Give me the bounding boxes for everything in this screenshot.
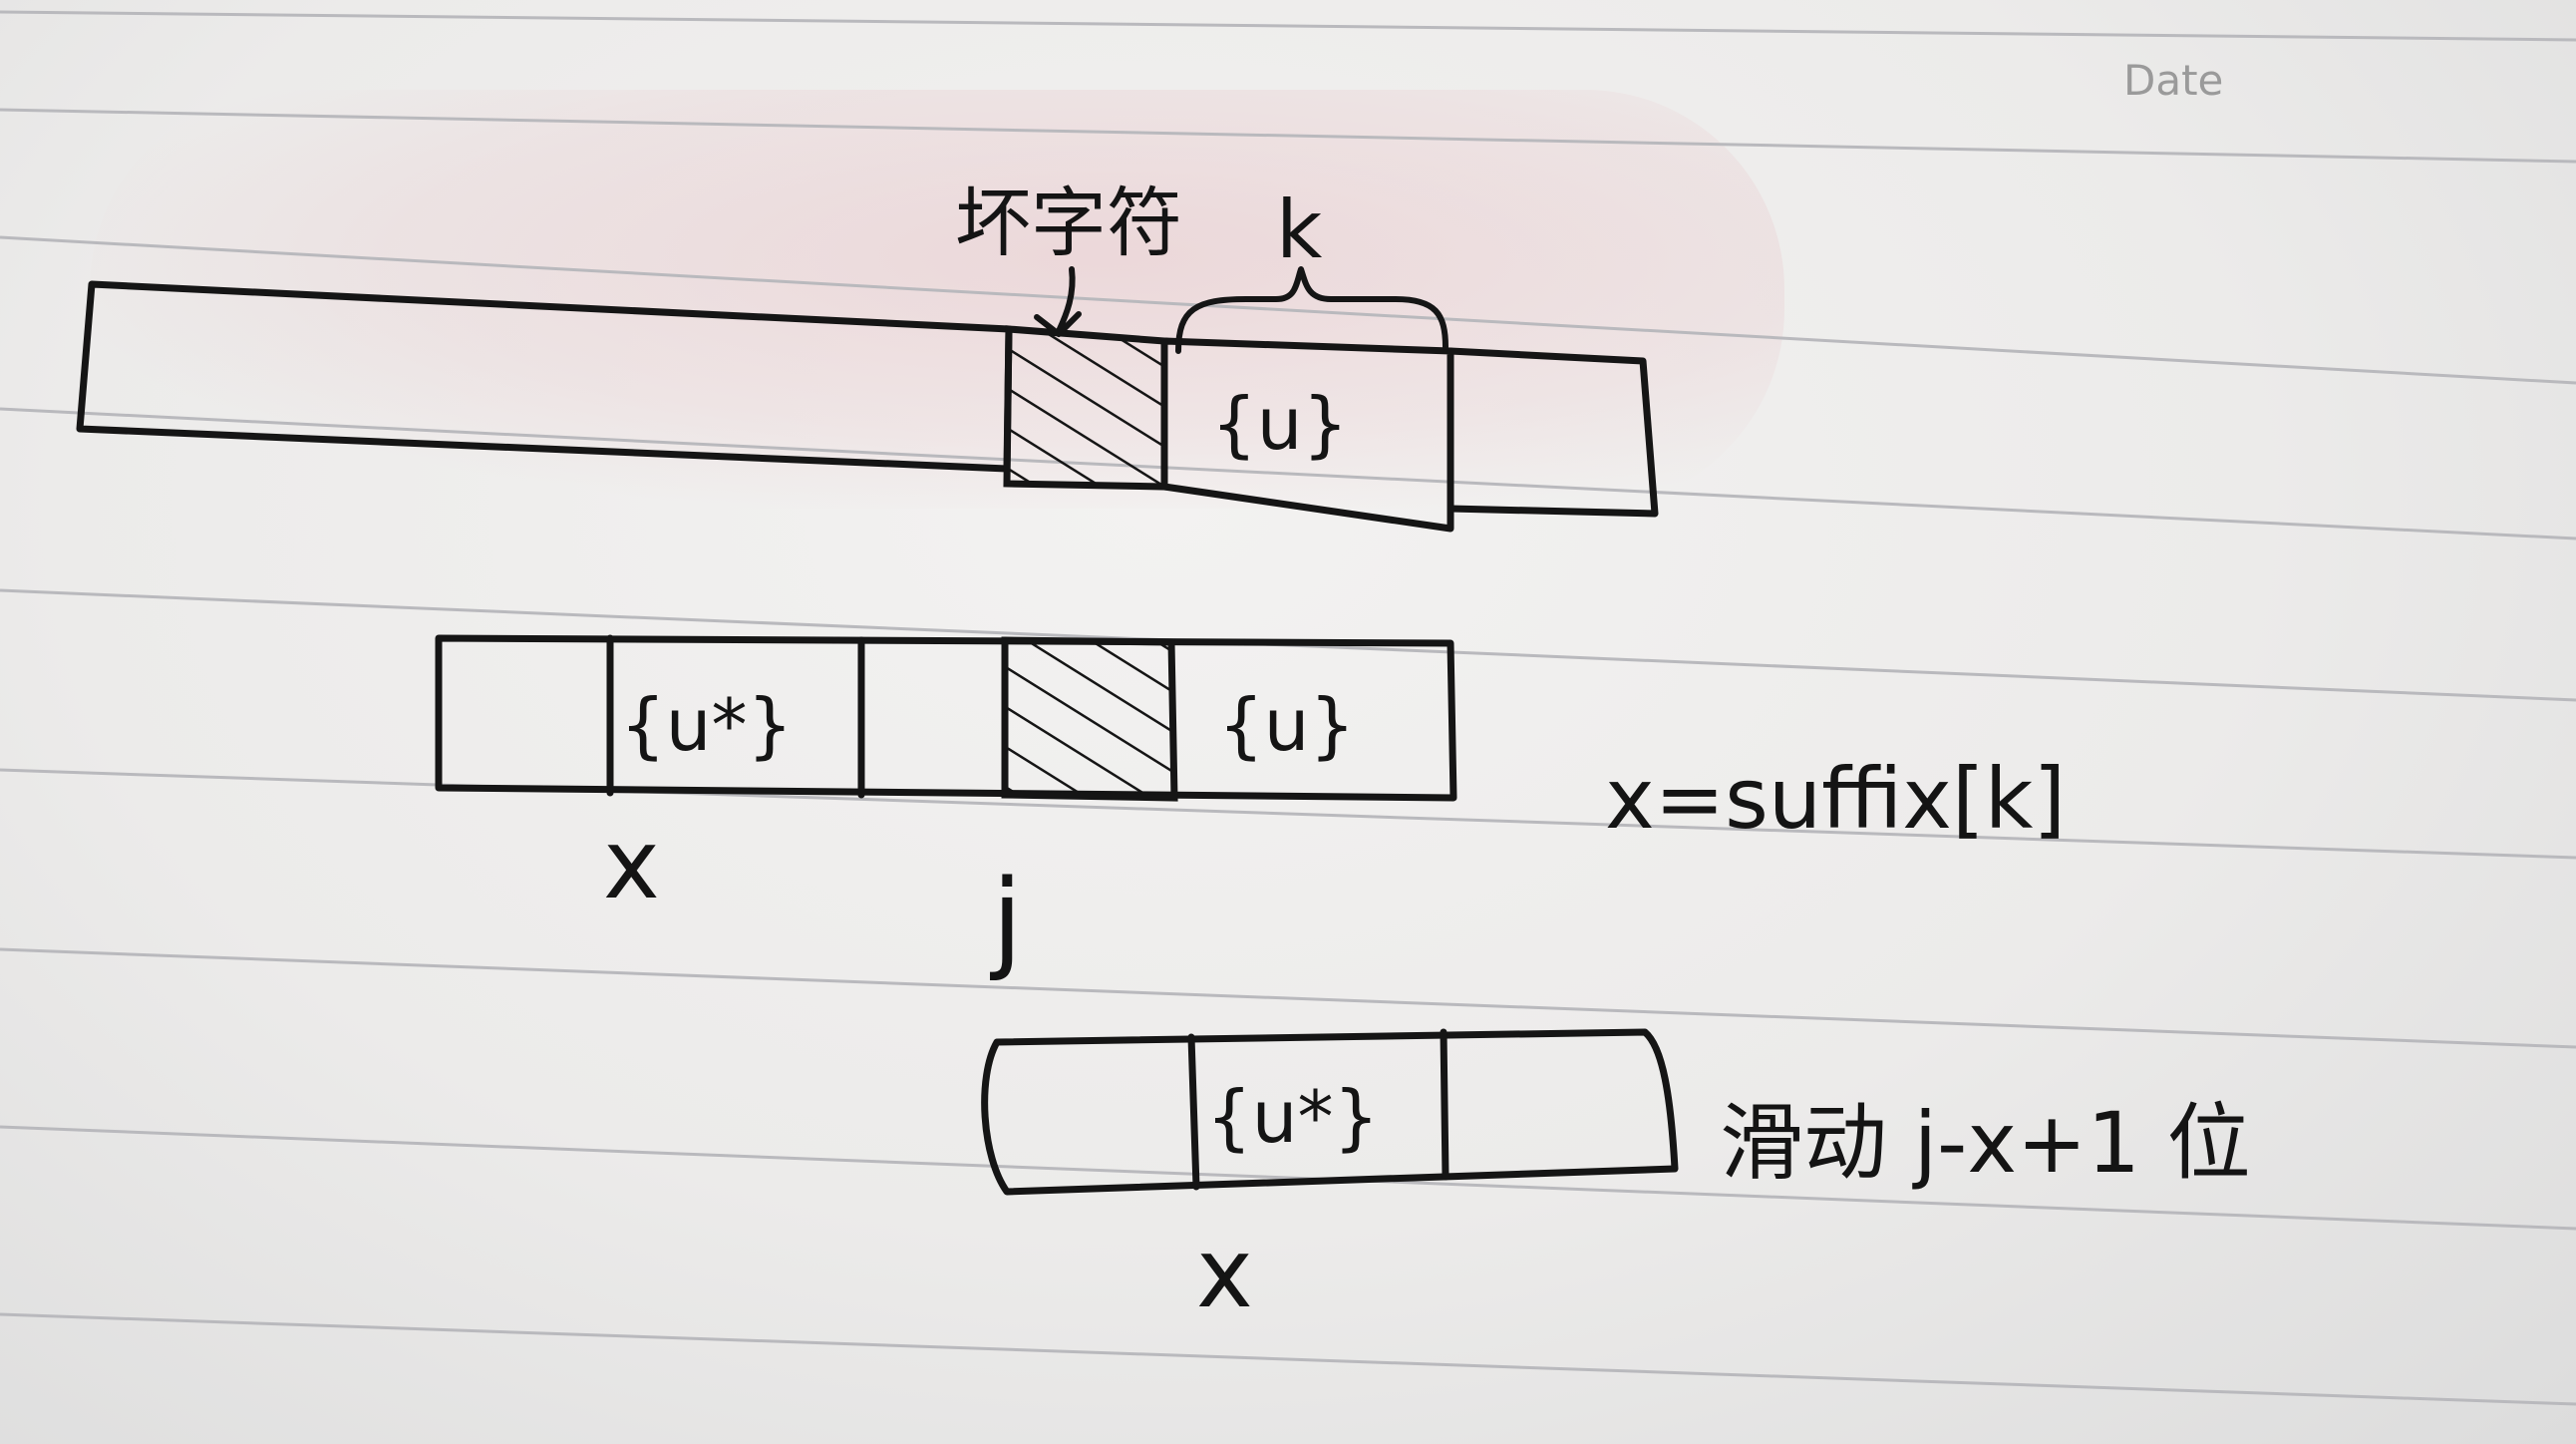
main-string-right-segment <box>1447 347 1659 518</box>
slid-divider-2 <box>1440 1028 1449 1181</box>
j-position-label: j <box>990 856 1023 983</box>
main-string-left-segment <box>76 280 1013 473</box>
main-string-row: {u} k 坏字符 <box>76 179 1659 533</box>
slide-distance-note: 滑动 j-x+1 位 <box>1720 1094 2251 1192</box>
slid-prefix-match-text: {u*} <box>1206 1075 1379 1159</box>
k-brace <box>1175 266 1449 354</box>
bad-char-label: 坏字符 <box>955 179 1182 267</box>
date-label: Date <box>2123 56 2223 105</box>
slid-x-position-label: x <box>1196 1218 1253 1329</box>
bad-char-arrow-head <box>1034 311 1082 337</box>
suffix-formula: x=suffix[k] <box>1605 750 2066 848</box>
slid-divider-1 <box>1187 1033 1200 1191</box>
bad-char-arrow-shaft <box>1056 266 1076 334</box>
pattern-bad-char-cell <box>1001 636 1178 802</box>
pattern-row: {u*} {u} x j x=suffix[k] <box>435 634 2066 983</box>
ruled-lines <box>0 10 2576 1406</box>
good-suffix-cell <box>1160 337 1454 533</box>
bad-char-cell <box>1003 325 1168 491</box>
x-position-label: x <box>603 809 660 920</box>
pattern-good-suffix-text: {u} <box>1218 683 1355 767</box>
slid-pattern-row: {u*} x 滑动 j-x+1 位 <box>981 1028 2251 1329</box>
good-suffix-text: {u} <box>1211 382 1348 466</box>
slid-pattern-outline <box>981 1028 1679 1196</box>
prefix-match-text: {u*} <box>620 683 793 767</box>
k-label: k <box>1276 183 1323 276</box>
